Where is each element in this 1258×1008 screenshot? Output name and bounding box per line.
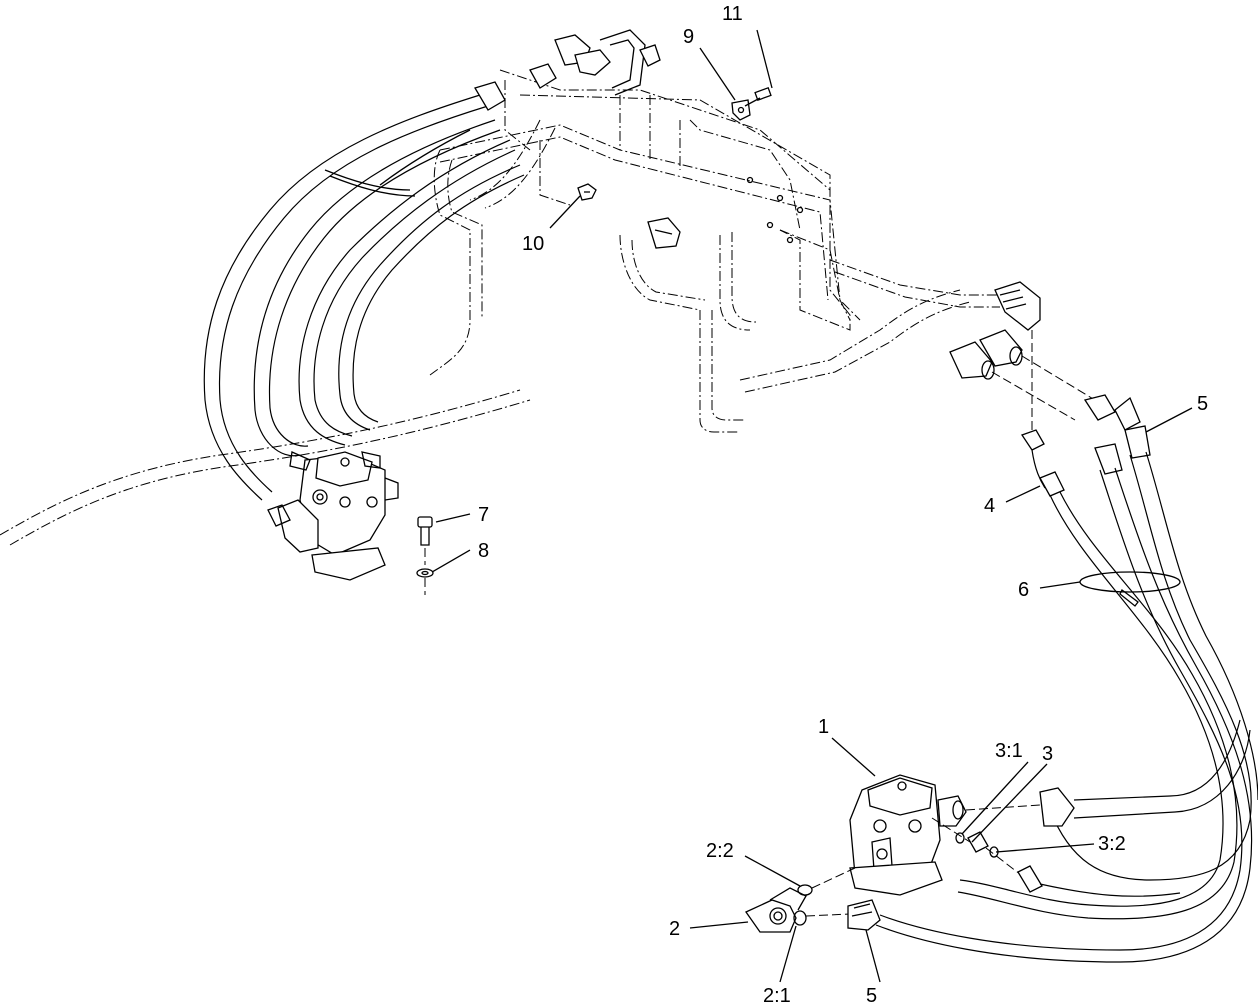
callout-2-2: 2:2	[706, 840, 734, 862]
callout-2: 2	[669, 918, 680, 940]
callout-3-2: 3:2	[1098, 833, 1126, 855]
callout-2-1: 2:1	[763, 985, 791, 1007]
callout-8: 8	[478, 540, 489, 562]
callout-5-bottom: 5	[866, 985, 877, 1007]
callout-5-top: 5	[1197, 393, 1208, 415]
callout-9: 9	[683, 26, 694, 48]
frame-phantom	[0, 69, 1000, 546]
callout-4: 4	[984, 495, 995, 517]
callout-3-1: 3:1	[995, 740, 1023, 762]
clip-bolt-nut	[577, 87, 772, 201]
lower-elbow-fitting	[745, 867, 881, 933]
leader-lines	[431, 29, 1193, 983]
left-motor	[267, 451, 399, 581]
callout-11: 11	[722, 3, 743, 25]
callout-3: 3	[1042, 743, 1053, 765]
right-upper-fittings	[949, 281, 1096, 430]
right-hose-bundle	[875, 394, 1258, 963]
lower-motor	[849, 719, 1251, 897]
callout-1: 1	[818, 716, 829, 738]
callout-6: 6	[1018, 579, 1029, 601]
mounting-bracket	[519, 94, 851, 331]
capscrew-washer	[416, 516, 434, 595]
left-hose-bundle	[203, 81, 525, 501]
callout-7: 7	[478, 504, 489, 526]
upper-fittings	[529, 29, 681, 249]
callout-10: 10	[522, 233, 544, 255]
callout-labels: 11 9 10 5 4 6 7 8 1 3:1 3 3:2 2:2 2 2:1 …	[478, 3, 1208, 1007]
